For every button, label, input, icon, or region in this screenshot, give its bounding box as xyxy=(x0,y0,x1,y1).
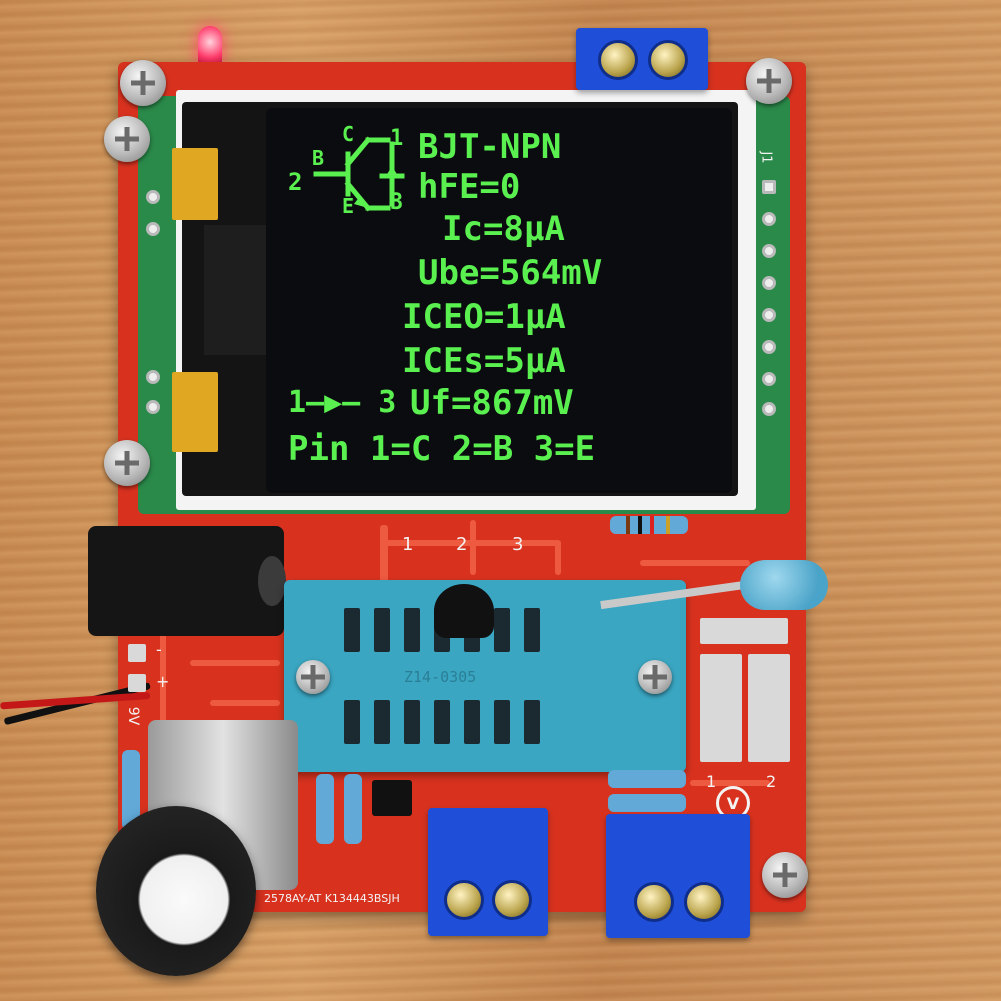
screw xyxy=(104,440,150,486)
header-pin xyxy=(146,400,160,414)
symbol-label-pin2: 2 xyxy=(288,168,303,196)
power-pad xyxy=(128,644,146,662)
header-label: J1 xyxy=(758,151,774,164)
symbol-label-pin1: 1 xyxy=(390,126,404,151)
screen-line-ube: Ube=564mV xyxy=(418,253,603,293)
screw xyxy=(746,58,792,104)
power-pad xyxy=(128,674,146,692)
right-pin-2: 2 xyxy=(766,772,777,791)
resistor xyxy=(344,774,362,844)
right-pin-1: 1 xyxy=(706,772,717,791)
symbol-label-c: C xyxy=(342,122,355,146)
screen-diode-symbol: 1—▶— 3 xyxy=(288,385,397,420)
dc-barrel-jack xyxy=(88,526,286,636)
zif-model-label: Z14-0305 xyxy=(404,668,477,686)
right-header xyxy=(758,180,780,420)
pcb-trace xyxy=(210,700,280,706)
resistor xyxy=(608,770,686,788)
screw xyxy=(120,60,166,106)
lcd-screen: C 1 B 2 E 3 BJT-NPN hFE=0 Ic=8µA Ube=564… xyxy=(266,108,732,493)
power-sign-minus: - xyxy=(156,640,162,659)
bottom-screw-terminal-left xyxy=(428,808,548,936)
screw xyxy=(104,116,150,162)
pcb-trace xyxy=(690,780,770,786)
screen-ribbon xyxy=(204,225,266,355)
screw xyxy=(762,852,808,898)
test-pad xyxy=(700,618,788,644)
symbol-label-b: B xyxy=(312,146,325,170)
pcb-trace xyxy=(555,540,561,575)
zif-lever-handle[interactable] xyxy=(740,560,828,610)
screen-line-ic: Ic=8µA xyxy=(442,209,565,249)
header-pin xyxy=(146,370,160,384)
resistor xyxy=(608,794,686,812)
resistor xyxy=(122,750,140,830)
voltage-label: V xyxy=(726,793,740,813)
silk-pin-1: 1 xyxy=(402,534,414,555)
resistor xyxy=(316,774,334,844)
symbol-label-pin3: 3 xyxy=(390,190,404,215)
silk-pin-2: 2 xyxy=(456,534,468,555)
silk-pin-3: 3 xyxy=(512,534,524,555)
transistor-under-test xyxy=(434,584,494,638)
power-sign-plus: + xyxy=(156,672,170,691)
header-pin xyxy=(146,222,160,236)
screen-line-pinout: Pin 1=C 2=B 3=E xyxy=(288,429,596,469)
board-serial-text: 2578AY-AT K134443BSJH xyxy=(264,892,400,905)
npn-transistor-icon xyxy=(313,136,405,212)
pcb-trace xyxy=(160,620,166,760)
flex-connector xyxy=(172,372,218,452)
test-pad xyxy=(700,654,742,762)
screen-line-ices: ICEs=5µA xyxy=(402,341,566,381)
header-pin xyxy=(146,190,160,204)
pcb-trace xyxy=(190,660,280,666)
pcb-trace xyxy=(380,525,388,585)
test-pad xyxy=(748,654,790,762)
top-screw-terminal xyxy=(576,28,708,90)
rotary-knob[interactable] xyxy=(96,806,256,976)
pcb-trace xyxy=(640,560,750,566)
ic-chip xyxy=(372,780,412,816)
bottom-screw-terminal-right xyxy=(606,814,750,938)
screen-line-iceo: ICEO=1µA xyxy=(402,297,566,337)
flex-connector xyxy=(172,148,218,220)
screen-line-type: BJT-NPN xyxy=(418,127,562,167)
screen-line-uf: Uf=867mV xyxy=(410,383,574,423)
symbol-label-e: E xyxy=(342,194,355,218)
pcb-trace xyxy=(470,520,476,575)
screen-line-hfe: hFE=0 xyxy=(418,167,521,207)
power-voltage-label: 9V xyxy=(125,706,142,726)
resistor xyxy=(610,516,688,534)
